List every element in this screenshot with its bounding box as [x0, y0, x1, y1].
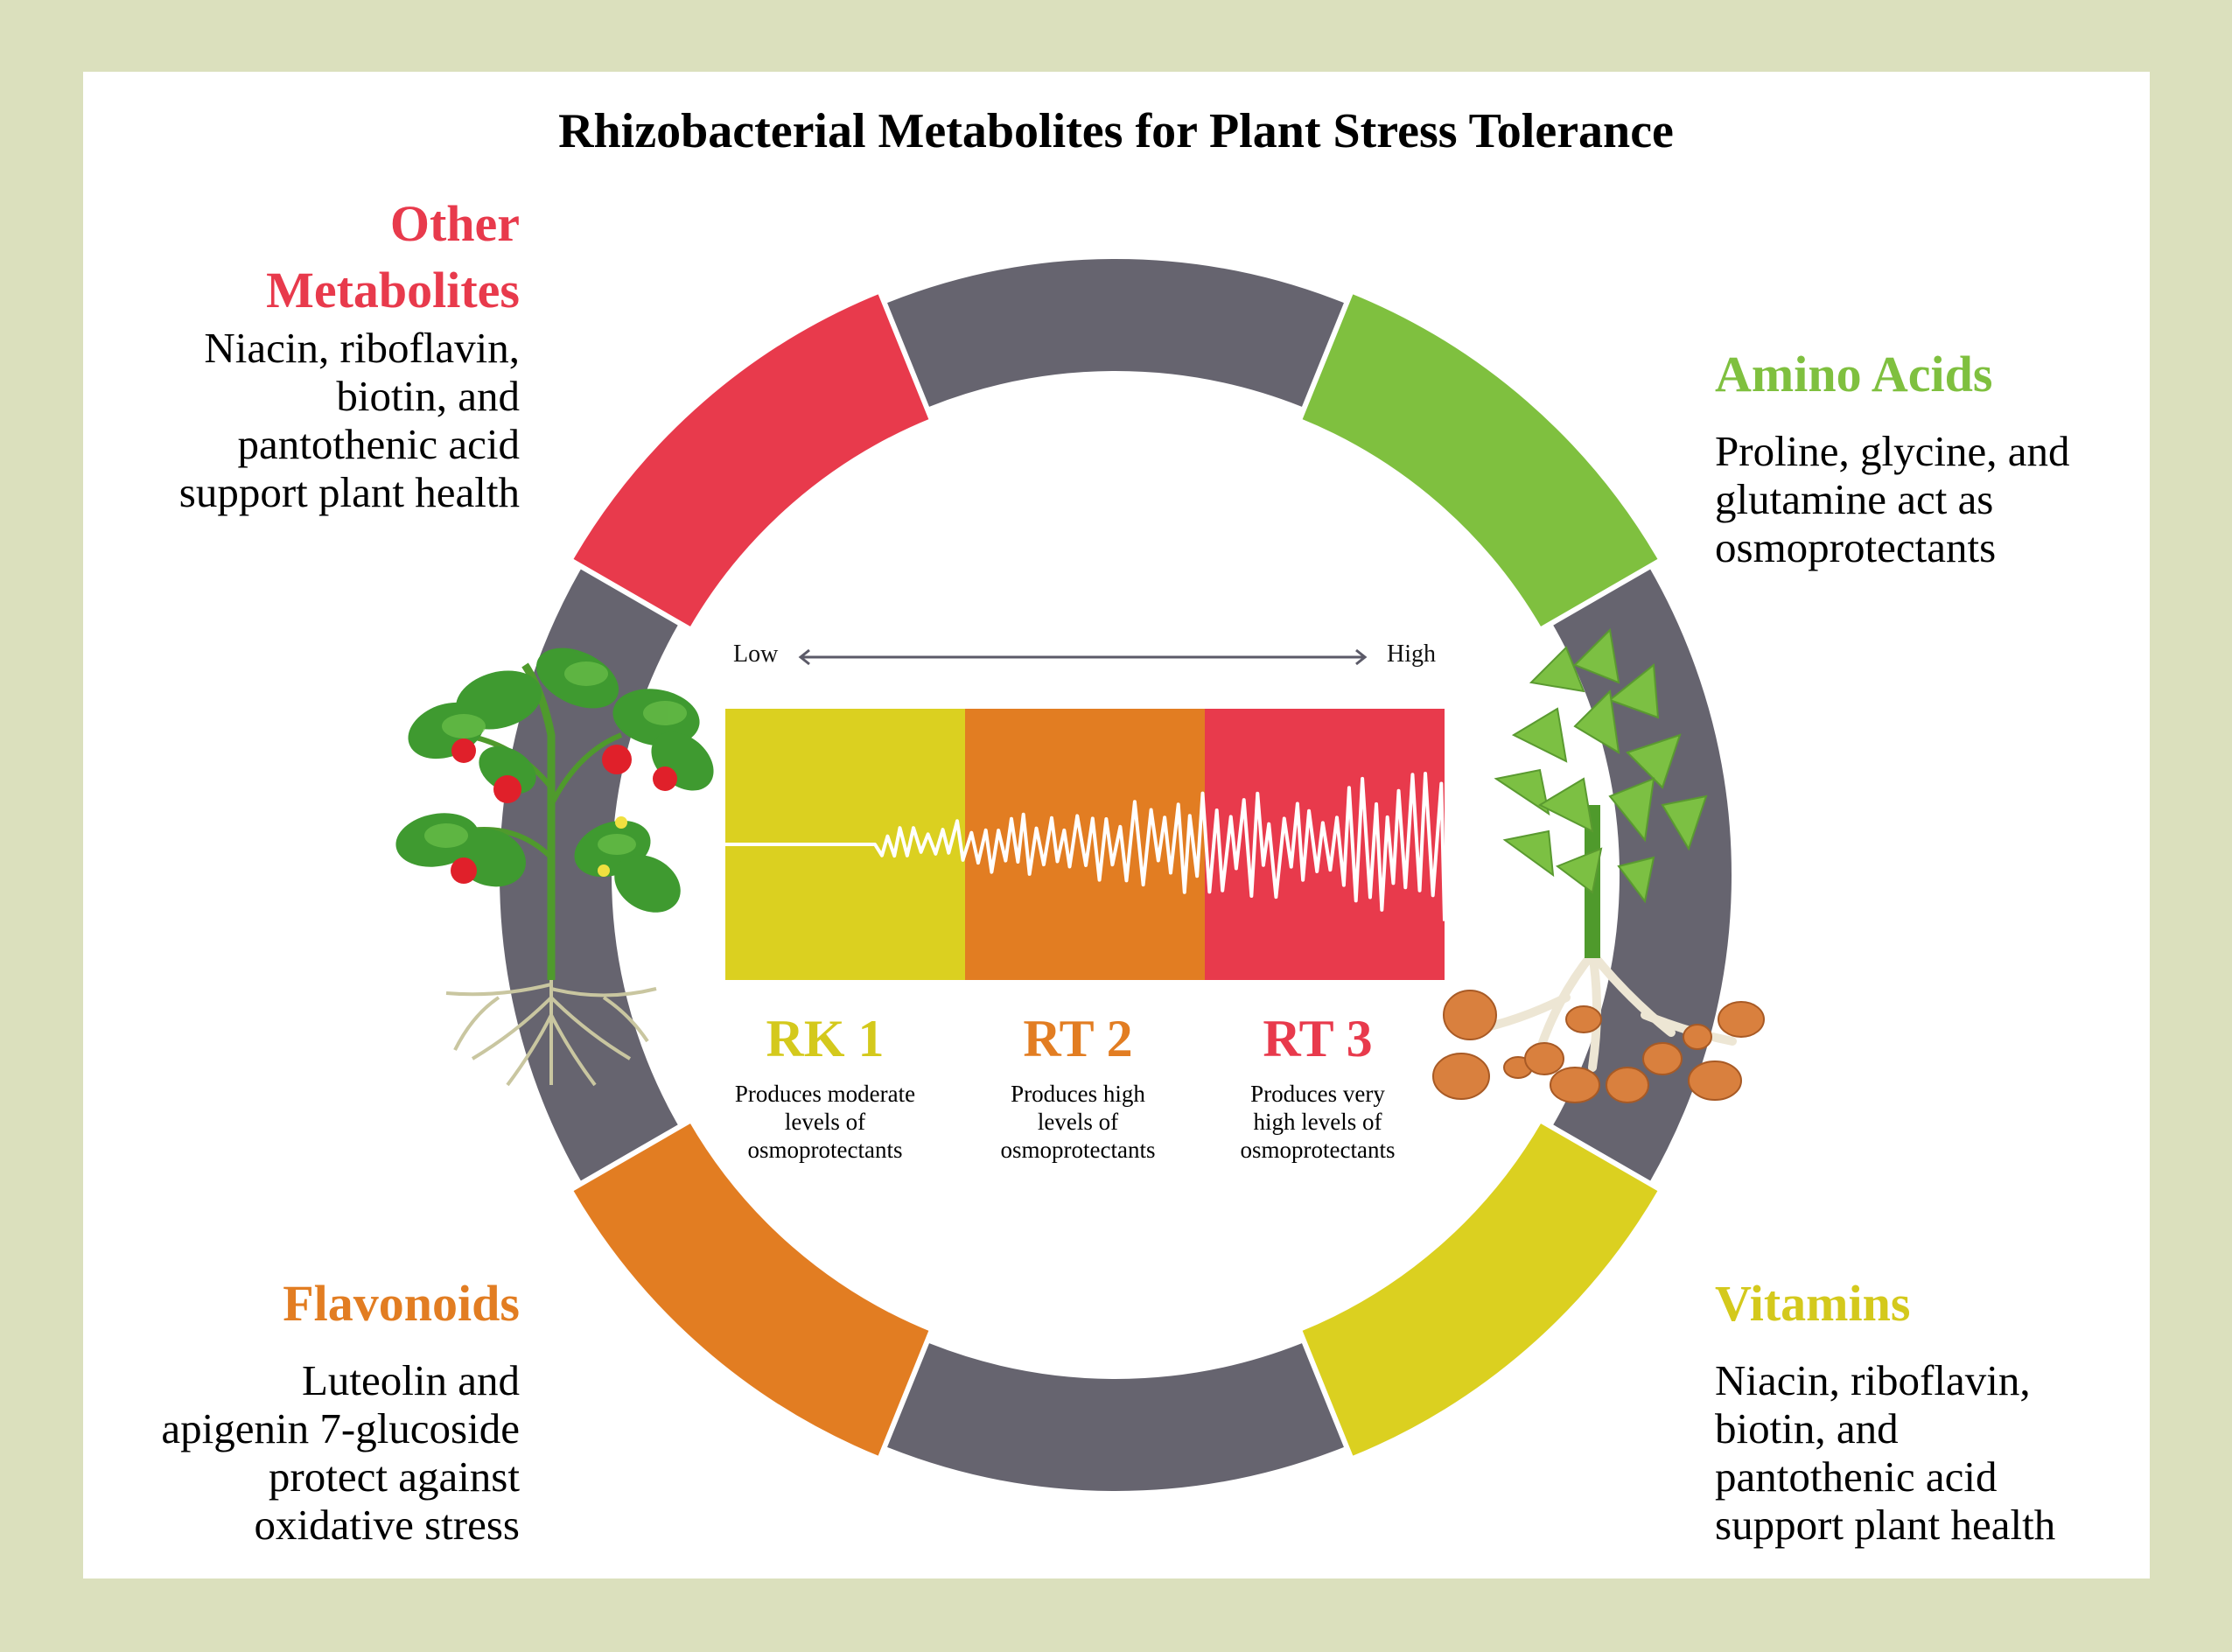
figure-title: Rhizobacterial Metabolites for Plant Str…: [558, 104, 1674, 158]
category-body: Luteolin and apigenin 7-glucoside protec…: [30, 1356, 520, 1549]
low-high-scale-arrow: [798, 648, 1368, 666]
category-heading: Flavonoids: [283, 1275, 520, 1332]
body-line: pantothenic acid: [1715, 1452, 1998, 1501]
category-flavonoids: Flavonoids Luteolin and apigenin 7-gluco…: [30, 1270, 520, 1549]
category-other-metabolites: Other Metabolites Niacin, riboflavin, bi…: [30, 191, 520, 516]
signal-waveform: [725, 771, 1446, 921]
strain-rk1: RK 1 Produces moderate levels of osmopro…: [694, 1008, 956, 1164]
body-line: biotin, and: [336, 372, 520, 420]
strain-description: Produces high levels of osmoprotectants: [947, 1080, 1209, 1164]
scale-low-label: Low: [733, 640, 779, 668]
body-line: oxidative stress: [254, 1501, 520, 1549]
level-segment-rt2: [965, 709, 1205, 980]
strain-rt3: RT 3 Produces very high levels of osmopr…: [1186, 1008, 1449, 1164]
strain-name: RT 3: [1263, 1010, 1373, 1068]
arrow-block-amino-acids: [1295, 287, 1665, 634]
ring-track: [500, 259, 1732, 1491]
category-body: Niacin, riboflavin, biotin, and pantothe…: [1715, 1356, 2170, 1549]
strain-description: Produces very high levels of osmoprotect…: [1186, 1080, 1449, 1164]
body-line: apigenin 7-glucoside: [161, 1404, 520, 1452]
body-line: protect against: [268, 1452, 520, 1501]
body-line: support plant health: [178, 468, 520, 516]
arrow-block-vitamins: [1295, 1116, 1665, 1463]
category-heading: Amino Acids: [1715, 346, 1993, 402]
desc-line: Produces high: [1011, 1081, 1145, 1107]
body-line: support plant health: [1715, 1501, 2056, 1549]
desc-line: high levels of: [1253, 1109, 1382, 1135]
body-line: pantothenic acid: [237, 420, 520, 468]
tomato-plant-illustration: [395, 648, 714, 1087]
desc-line: Produces very: [1250, 1081, 1385, 1107]
desc-line: osmoprotectants: [1000, 1137, 1156, 1163]
body-line: glutamine act as: [1715, 475, 1994, 523]
category-body: Proline, glycine, and glutamine act as o…: [1715, 427, 2170, 571]
body-line: biotin, and: [1715, 1404, 1899, 1452]
category-heading: Other Metabolites: [30, 191, 520, 324]
heading-line: Metabolites: [266, 262, 520, 318]
heading-line: Other: [389, 195, 520, 252]
strain-name: RK 1: [766, 1010, 885, 1068]
arrow-block-other-metabolites: [566, 287, 936, 634]
body-line: Niacin, riboflavin,: [1715, 1356, 2031, 1404]
scale-high-label: High: [1387, 640, 1436, 668]
desc-line: osmoprotectants: [1240, 1137, 1396, 1163]
category-amino-acids: Amino Acids Proline, glycine, and glutam…: [1715, 341, 2170, 571]
desc-line: levels of: [784, 1109, 866, 1135]
desc-line: Produces moderate: [734, 1081, 916, 1107]
strain-rt2: RT 2 Produces high levels of osmoprotect…: [947, 1008, 1209, 1164]
body-line: Proline, glycine, and: [1715, 427, 2070, 475]
tomato-fruits: [451, 738, 677, 884]
desc-line: osmoprotectants: [747, 1137, 903, 1163]
body-line: osmoprotectants: [1715, 523, 1997, 571]
root-nodule-plant-illustration: [1432, 627, 1765, 1103]
root-nodules: [1432, 990, 1765, 1103]
category-vitamins: Vitamins Niacin, riboflavin, biotin, and…: [1715, 1270, 2170, 1549]
body-line: Luteolin and: [301, 1356, 520, 1404]
arrow-block-flavonoids: [566, 1116, 936, 1463]
body-line: Niacin, riboflavin,: [204, 324, 520, 372]
category-heading: Vitamins: [1715, 1275, 1911, 1332]
strain-description: Produces moderate levels of osmoprotecta…: [694, 1080, 956, 1164]
osmoprotectant-level-bar: [725, 709, 1446, 980]
strain-name: RT 2: [1023, 1010, 1133, 1068]
plant-roots: [445, 980, 657, 1087]
category-body: Niacin, riboflavin, biotin, and pantothe…: [30, 324, 520, 516]
desc-line: levels of: [1037, 1109, 1119, 1135]
